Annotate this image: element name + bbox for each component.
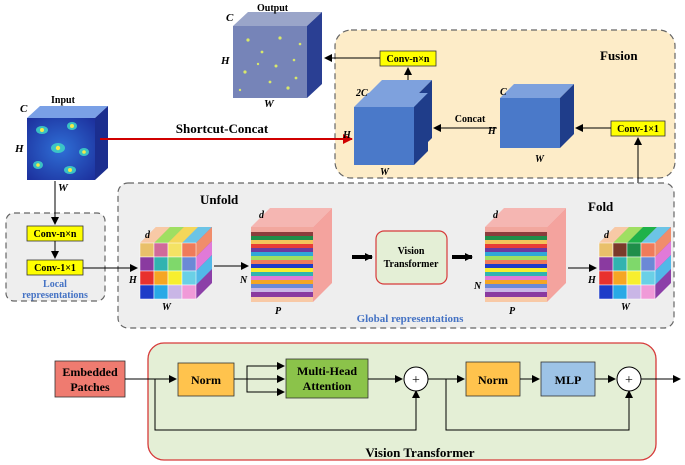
- fusion-title: Fusion: [600, 48, 638, 63]
- fused-2c-label: 2C: [355, 88, 368, 99]
- vt-box-line1: Vision: [398, 246, 425, 257]
- grid1-h-label: H: [128, 275, 138, 286]
- fold-title: Fold: [588, 199, 614, 214]
- input-c-label: C: [20, 103, 28, 115]
- grid2-d-label: d: [604, 230, 610, 241]
- output-w-label: W: [264, 98, 275, 110]
- unfold-grid-cube: [139, 227, 212, 300]
- stack1-d-label: d: [259, 210, 265, 221]
- output-cube: [233, 12, 322, 98]
- stack2-d-label: d: [493, 210, 499, 221]
- fusion-conv-11-label: Conv-1×1: [617, 124, 659, 135]
- vt-box-line2: Transformer: [384, 259, 439, 270]
- stack2-n-label: N: [473, 281, 482, 292]
- mlp-box: [540, 361, 596, 397]
- fused-w-label: W: [380, 167, 390, 178]
- embedded-patches-box: [54, 360, 126, 398]
- mlp-label: MLP: [555, 373, 582, 387]
- fused-h-label: H: [342, 130, 352, 141]
- vt-box: [375, 230, 448, 285]
- norm2-box: [465, 361, 521, 397]
- fused-cube: [354, 80, 432, 165]
- unfold-stack: [251, 208, 332, 302]
- input-h-label: H: [14, 143, 24, 155]
- local-conv-nn-label: Conv-n×n: [34, 229, 77, 240]
- add1-symbol: +: [412, 373, 420, 388]
- embedded-line1: Embedded: [62, 365, 118, 379]
- small-c-label: C: [500, 87, 507, 98]
- output-c-label: C: [226, 12, 234, 24]
- add2-symbol: +: [625, 373, 633, 388]
- vt-panel: [147, 342, 657, 461]
- residual1-path: [154, 379, 420, 431]
- grid2-h-label: H: [587, 275, 597, 286]
- vt-title: Vision Transformer: [365, 445, 474, 460]
- grid2-w-label: W: [621, 302, 631, 313]
- mha-line2: Attention: [303, 379, 352, 393]
- norm-to-mha-arrow-bottom: [246, 379, 285, 396]
- mha-box: [285, 358, 369, 399]
- stack1-p-label: P: [275, 306, 282, 317]
- small-w-label: W: [535, 154, 545, 165]
- grid1-d-label: d: [145, 230, 151, 241]
- output-label: Output: [257, 3, 289, 14]
- norm-to-mha-arrow-top: [246, 362, 285, 379]
- input-label: Input: [51, 95, 76, 106]
- embedded-line2: Patches: [70, 380, 110, 394]
- grid1-w-label: W: [162, 302, 172, 313]
- small-cube: [500, 84, 574, 148]
- fusion-conv-nn-label: Conv-n×n: [387, 54, 430, 65]
- shortcut-concat-label: Shortcut-Concat: [176, 121, 269, 136]
- norm2-label: Norm: [478, 373, 508, 387]
- unfold-title: Unfold: [200, 192, 239, 207]
- global-representations-label: Global representations: [357, 313, 465, 325]
- local-representations-line2: representations: [22, 290, 88, 301]
- input-cube: [27, 106, 108, 180]
- local-conv-11-label: Conv-1×1: [34, 263, 76, 274]
- small-h-label: H: [487, 126, 497, 137]
- concat-label: Concat: [455, 114, 486, 125]
- norm1-label: Norm: [191, 373, 221, 387]
- stack1-n-label: N: [239, 275, 248, 286]
- mha-line1: Multi-Head: [297, 364, 357, 378]
- input-w-label: W: [58, 182, 69, 194]
- norm1-box: [177, 362, 235, 397]
- residual2-path: [445, 379, 633, 431]
- fold-grid-cube: [598, 227, 671, 300]
- fold-stack: [485, 208, 566, 302]
- output-h-label: H: [220, 55, 230, 67]
- local-representations-line1: Local: [43, 279, 67, 290]
- stack2-p-label: P: [509, 306, 516, 317]
